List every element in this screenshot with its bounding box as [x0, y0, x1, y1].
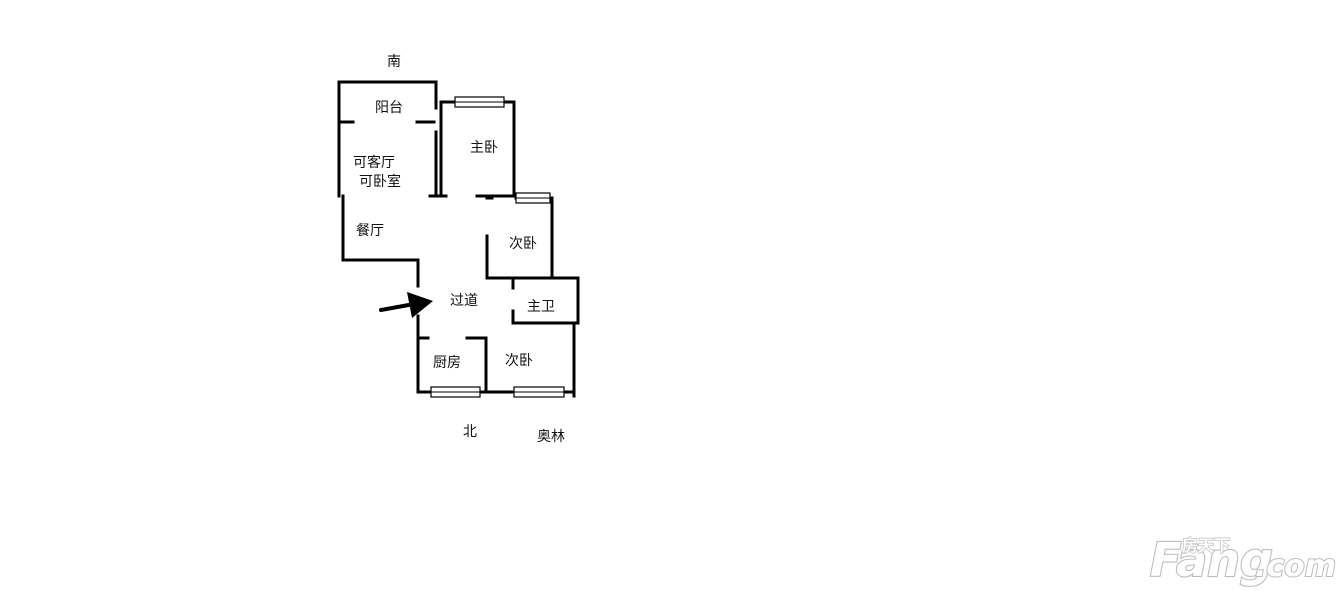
label-south: 南 [387, 54, 401, 70]
watermark-brand-en: Fang [1150, 533, 1273, 587]
label-north: 北 [463, 424, 477, 440]
room-dining: 餐厅 [356, 223, 384, 239]
room-master-bath: 主卫 [527, 299, 555, 315]
window-master [454, 96, 505, 108]
window-bedroom2 [515, 192, 551, 204]
windows [430, 96, 565, 398]
room-kitchen: 厨房 [433, 355, 461, 371]
entrance-arrow-icon [379, 292, 433, 318]
room-second-bedroom-1: 次卧 [509, 236, 537, 252]
room-hallway: 过道 [450, 293, 478, 309]
room-master-bedroom: 主卧 [470, 140, 498, 156]
label-view: 奥林 [537, 428, 565, 445]
walls [337, 80, 580, 398]
window-kitchen [430, 386, 481, 398]
fang-watermark-logo: Fang .com 房天下 [1149, 532, 1337, 588]
watermark-suffix: .com [1255, 549, 1336, 584]
window-bedroom3 [513, 386, 565, 398]
room-balcony: 阳台 [375, 100, 403, 116]
room-living-line2: 可卧室 [359, 173, 401, 190]
wall-living-top [337, 80, 438, 110]
room-living-line1: 可客厅 [353, 154, 395, 171]
room-second-bedroom-2: 次卧 [505, 353, 533, 369]
watermark-brand-cn: 房天下 [1182, 536, 1230, 555]
